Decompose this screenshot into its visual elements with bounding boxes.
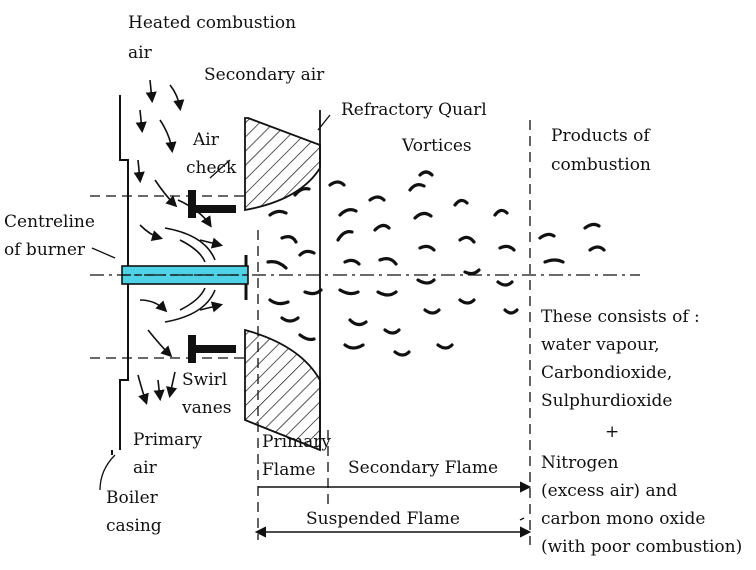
composition-heading: These consists of :	[541, 307, 700, 327]
label-centreline-2: of burner	[4, 240, 86, 260]
composition-line: Nitrogen	[541, 453, 619, 473]
label-secondary-air: Secondary air	[204, 65, 325, 85]
composition-line: Sulphurdioxide	[541, 391, 673, 411]
boundary-lines	[257, 120, 531, 545]
label-swirl-vanes: Swirl	[182, 370, 228, 390]
label-primary-air-2: air	[133, 458, 157, 478]
air-check-blocks	[188, 190, 236, 363]
label-swirl-vanes-2: vanes	[182, 398, 232, 418]
label-products-2: combustion	[551, 155, 651, 175]
guide-lines	[90, 195, 245, 359]
label-primary-air: Primary	[133, 430, 202, 450]
composition-line: water vapour,	[541, 335, 660, 355]
label-air-check: Air	[193, 130, 219, 150]
composition-line: Carbondioxide,	[541, 363, 673, 383]
refractory-quarl	[244, 110, 321, 452]
leader-lines	[91, 114, 525, 521]
composition-plus: +	[605, 422, 620, 442]
label-heated-air-2: air	[128, 43, 152, 63]
composition-line: (with poor combustion)	[541, 537, 743, 557]
label-vortices: Vortices	[402, 136, 472, 156]
label-heated-air: Heated combustion	[128, 13, 297, 33]
label-secondary-flame: Secondary Flame	[348, 458, 499, 478]
composition-line: carbon mono oxide	[541, 509, 706, 529]
label-boiler-casing: Boiler	[106, 488, 158, 508]
label-boiler-casing-2: casing	[106, 516, 162, 536]
label-products: Products of	[551, 126, 650, 146]
air-flow-arrows	[133, 79, 224, 406]
label-air-check-2: check	[186, 158, 237, 178]
label-refractory-quarl: Refractory Quarl	[341, 100, 487, 120]
composition-line: (excess air) and	[541, 481, 678, 501]
swirl-vanes	[164, 227, 248, 323]
label-primary-flame-2: Flame	[262, 460, 316, 480]
label-suspended-flame: Suspended Flame	[306, 509, 460, 529]
label-centreline: Centreline	[4, 212, 95, 232]
label-primary-flame: Primary	[262, 432, 331, 452]
flame-extent-arrows	[254, 481, 532, 538]
vortex-strokes	[266, 170, 606, 357]
